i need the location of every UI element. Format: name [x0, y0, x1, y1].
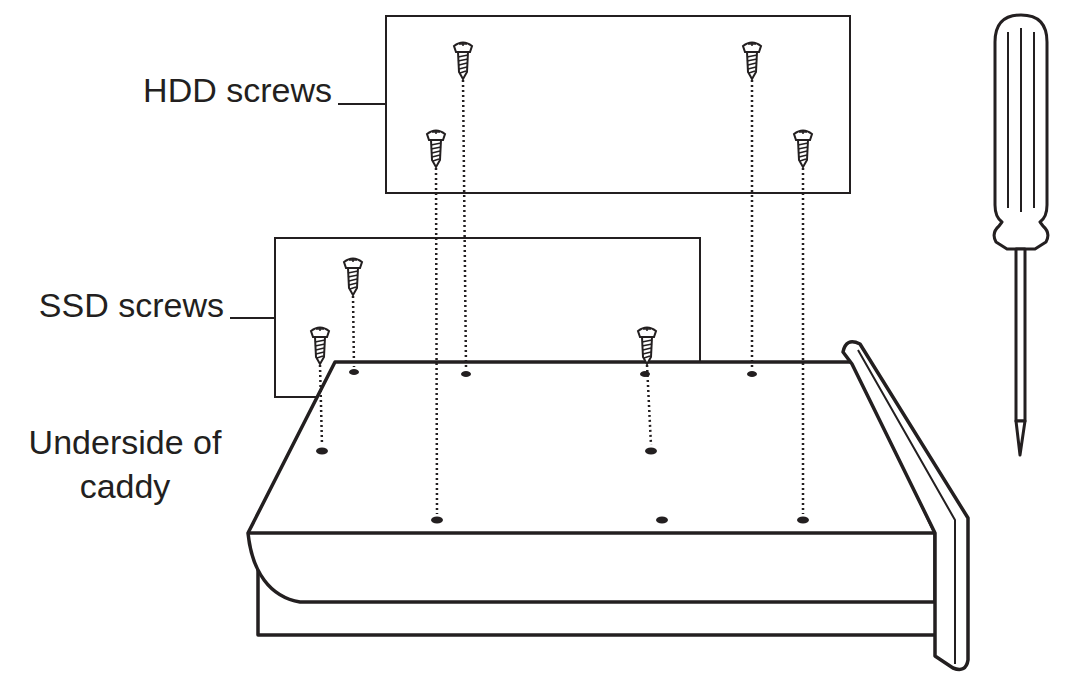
caddy: [248, 342, 968, 670]
screw: [311, 42, 812, 364]
screwdriver: [994, 15, 1048, 455]
guide-line: [320, 80, 803, 514]
screw-group-label: HDD screws: [143, 70, 332, 110]
screw-group-label: SSD screws: [39, 285, 224, 325]
leader-line: [230, 317, 275, 319]
hdd-screw-box: [386, 16, 850, 193]
screw-hole: [316, 369, 809, 524]
leader-line: [338, 103, 386, 105]
part-label: Underside of caddy: [20, 420, 230, 508]
